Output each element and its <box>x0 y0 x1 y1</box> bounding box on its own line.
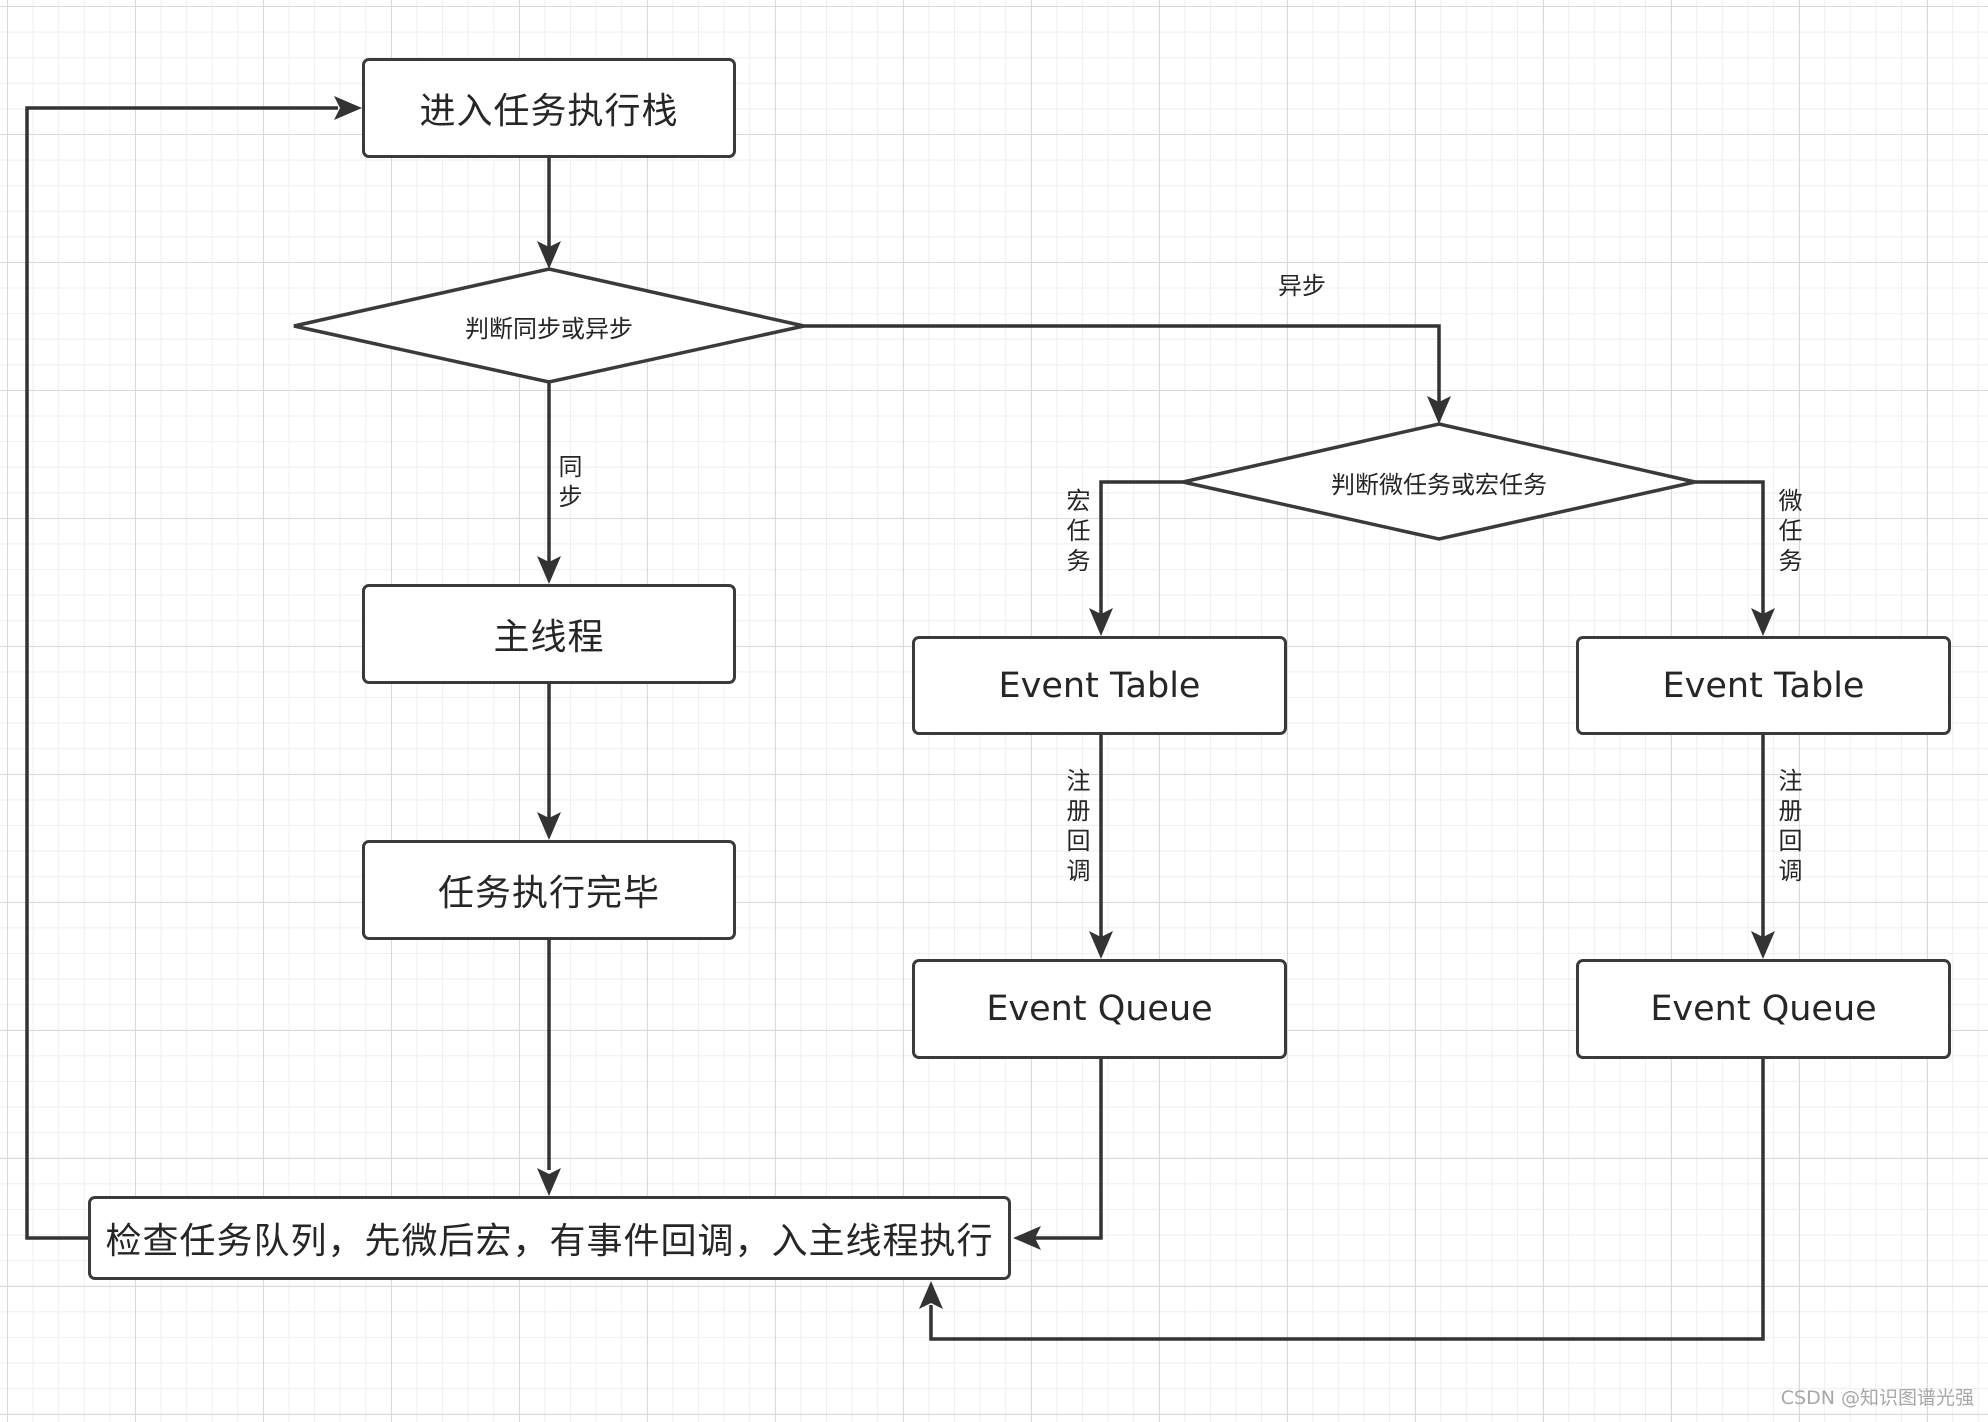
node-check-queue: 检查任务队列，先微后宏，有事件回调，入主线程执行 <box>88 1196 1011 1280</box>
arrowhead-to-task-done <box>537 812 561 840</box>
edge-micro-queue-to-check-queue <box>929 1059 1765 1341</box>
node-micro-event-queue: Event Queue <box>1576 959 1951 1059</box>
arrowhead-to-macro-event-table <box>1089 608 1113 636</box>
node-check-queue-label: 检查任务队列，先微后宏，有事件回调，入主线程执行 <box>105 1221 994 1262</box>
node-macro-event-table-label: Event Table <box>998 665 1201 706</box>
arrowhead-to-check-queue-bottom <box>919 1281 943 1309</box>
node-task-done-label: 任务执行完毕 <box>437 873 660 914</box>
arrowhead-to-micro-macro <box>1427 396 1451 424</box>
node-main-thread: 主线程 <box>362 584 736 684</box>
edge-judge-to-micro-macro <box>804 324 1441 402</box>
edge-to-macro-event-table <box>1099 480 1183 614</box>
arrowhead-to-judge <box>537 241 561 269</box>
node-micro-event-queue-label: Event Queue <box>1650 989 1877 1029</box>
node-micro-event-table: Event Table <box>1576 636 1951 735</box>
edge-check-queue-to-enter-stack <box>25 106 338 1240</box>
node-macro-event-queue-label: Event Queue <box>986 989 1213 1029</box>
arrowhead-to-macro-event-queue <box>1089 931 1113 959</box>
node-main-thread-label: 主线程 <box>493 617 605 658</box>
decision-micro-macro-label: 判断微任务或宏任务 <box>1331 470 1547 499</box>
arrowhead-to-main-thread <box>537 556 561 584</box>
arrowhead-to-check-queue-right <box>1013 1226 1041 1250</box>
decision-sync-async-label: 判断同步或异步 <box>465 314 633 343</box>
edge-label-sync: 同步 <box>554 454 582 514</box>
node-micro-event-table-label: Event Table <box>1662 665 1865 706</box>
edge-label-micro-task: 微任务 <box>1774 488 1802 578</box>
arrowhead-to-micro-event-queue <box>1751 931 1775 959</box>
decision-micro-macro <box>1182 422 1696 541</box>
node-enter-stack-label: 进入任务执行栈 <box>419 91 679 132</box>
arrowhead-to-micro-event-table <box>1751 608 1775 636</box>
arrowhead-to-check-queue-top <box>537 1168 561 1196</box>
edge-label-register-callback-micro: 注册回调 <box>1774 768 1802 888</box>
watermark: CSDN @知识图谱光强 <box>1780 1387 1974 1409</box>
decision-sync-async <box>293 267 805 384</box>
edge-label-register-callback-macro: 注册回调 <box>1062 768 1090 888</box>
edge-to-micro-event-table <box>1695 480 1765 614</box>
edge-label-async: 异步 <box>1278 272 1326 300</box>
edge-macro-queue-to-check-queue <box>1035 1059 1103 1240</box>
edge-label-macro-task: 宏任务 <box>1062 488 1090 578</box>
node-macro-event-queue: Event Queue <box>912 959 1287 1059</box>
node-enter-stack: 进入任务执行栈 <box>362 58 736 158</box>
node-macro-event-table: Event Table <box>912 636 1287 735</box>
arrowhead-to-enter-stack <box>334 96 362 120</box>
node-task-done: 任务执行完毕 <box>362 840 736 940</box>
